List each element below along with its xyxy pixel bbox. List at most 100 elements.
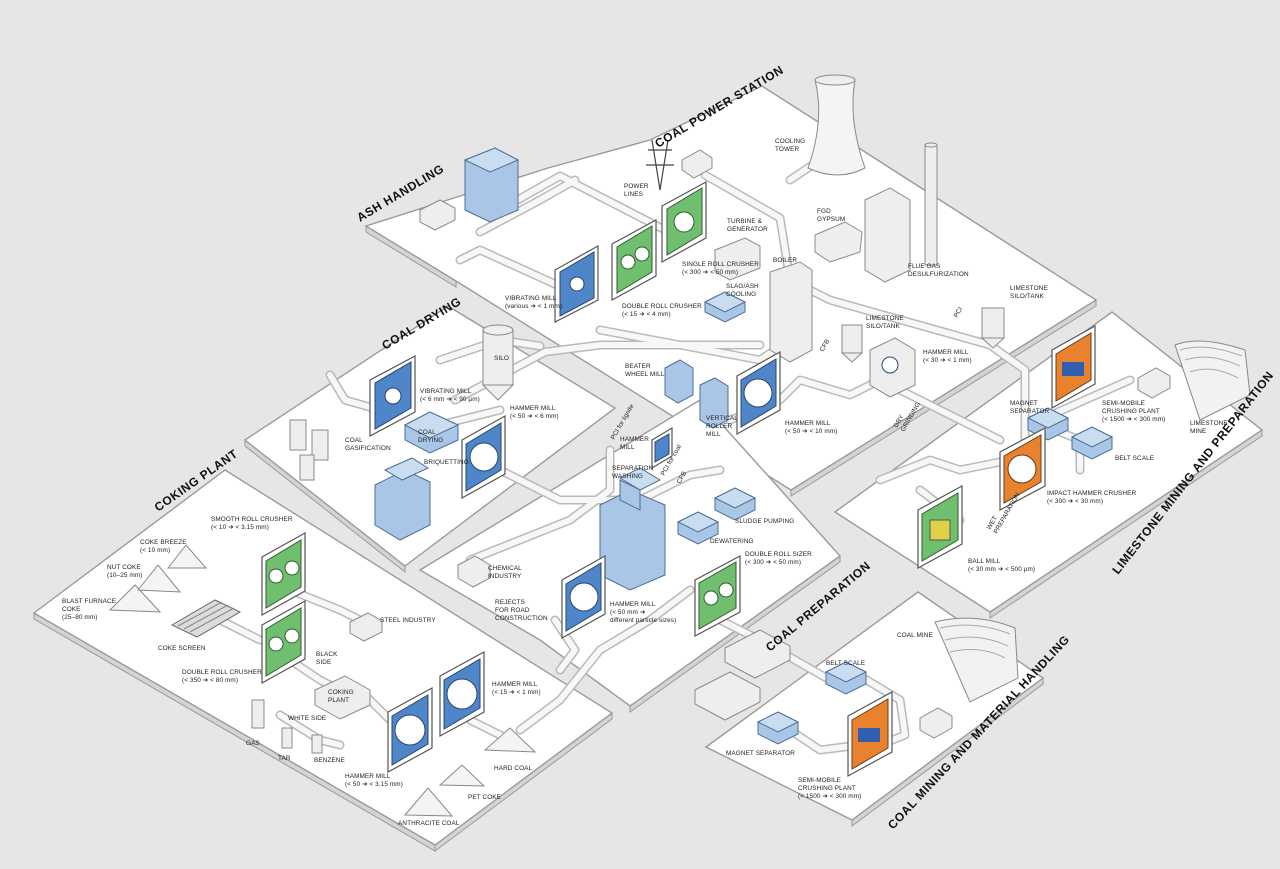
label-dewatering: DEWATERING <box>710 538 754 545</box>
label-nut-coke: NUT COKE(10–25 mm) <box>107 564 142 579</box>
single-roll-crusher <box>661 180 707 264</box>
semi-mobile-crusher-mine <box>847 690 893 778</box>
label-briquetting: BRIQUETTING <box>424 459 469 466</box>
coal-mine <box>934 617 1019 703</box>
smooth-roll-crusher <box>261 531 306 617</box>
hammer-mill-drying <box>461 414 506 500</box>
double-roll-sizer <box>694 555 741 637</box>
label-belt-scale-lime: BELT SCALE <box>1115 455 1154 462</box>
label-anthracite: ANTHRACITE COAL <box>398 820 460 827</box>
double-roll-crusher-coke <box>261 599 306 685</box>
briquetting-machine <box>374 457 431 541</box>
double-roll-crusher-top <box>611 218 657 302</box>
label-coke-screen: COKE SCREEN <box>158 645 206 652</box>
hammer-mill-limestone <box>869 337 916 398</box>
magnet-separator-mine <box>756 711 800 745</box>
label-hammer-mill-lime: HAMMER MILL(< 30 ➔ < 1 mm) <box>923 349 972 364</box>
sludge-pumping-box <box>713 487 757 521</box>
label-belt-scale-mine: BELT SCALE <box>826 660 865 667</box>
label-coal-mine: COAL MINE <box>897 632 933 639</box>
chimney <box>924 142 938 266</box>
boiler <box>769 261 813 363</box>
label-hammer-mill-dry: HAMMER MILL(< 50 ➔ < 6 mm) <box>510 405 559 420</box>
vehicles <box>349 149 1171 739</box>
label-hammer-mill-prep: HAMMER MILL(< 50 mm ➔different particle … <box>610 601 676 624</box>
flue-gas-desulfurization-unit <box>814 187 911 283</box>
power-line-tower <box>646 139 674 191</box>
label-impact-hammer: IMPACT HAMMER CRUSHER(< 300 ➔ < 30 mm) <box>1047 490 1136 505</box>
beater-wheel-mill <box>664 359 694 404</box>
coal-piles <box>403 727 537 817</box>
belt-scale-limestone <box>1070 426 1114 460</box>
label-vibrating-mill-dry: VIBRATING MILL(< 6 mm ➔ < 90 µm) <box>420 388 480 403</box>
label-hammer-mill-prep-top: HAMMER MILL(< 50 ➔ < 10 mm) <box>785 420 837 435</box>
label-pet-coke: PET COKE <box>468 794 501 801</box>
label-ball-mill: BALL MILL(< 30 mm ➔ < 500 µm) <box>968 558 1035 573</box>
label-gas: GAS <box>246 740 260 747</box>
label-hammer-mill-coke-b: HAMMER MILL(< 50 ➔ < 3.15 mm) <box>345 773 403 788</box>
label-silo: SILO <box>494 355 509 362</box>
label-double-roll-coke: DOUBLE ROLL CRUSHER(< 350 ➔ < 80 mm) <box>182 669 262 684</box>
label-coke-breeze: COKE BREEZE(< 10 mm) <box>140 539 187 554</box>
limestone-semi-mobile-crusher <box>1051 324 1096 410</box>
hammer-mill-coke-a <box>439 650 485 738</box>
label-hard-coal: HARD COAL <box>494 765 533 772</box>
label-double-roll-crusher: DOUBLE ROLL CRUSHER(< 15 ➔ < 4 mm) <box>622 303 702 318</box>
turbine-generator <box>714 237 761 281</box>
coking-plant-box <box>314 675 371 720</box>
belt-scale-mine <box>824 661 868 695</box>
impact-hammer-crusher <box>999 427 1046 511</box>
dewatering-box <box>676 511 720 545</box>
coke-screen <box>170 599 242 638</box>
ash-silo <box>463 147 520 223</box>
limestone-mine <box>1174 340 1251 421</box>
label-smooth-roll: SMOOTH ROLL CRUSHER(< 10 ➔ < 3.15 mm) <box>211 516 293 531</box>
silo-coal-drying <box>481 324 515 401</box>
hammer-mill-prep <box>561 554 606 640</box>
slag-ash-cooling-box <box>703 291 747 323</box>
cooling-tower <box>807 74 866 176</box>
vertical-roller-mill <box>699 377 729 429</box>
label-sludge: SLUDGE PUMPING <box>735 518 794 525</box>
label-vibrating-mill-top: VIBRATING MILL(various ➔ < 1 mm) <box>505 295 562 310</box>
label-magnet-sep-mine: MAGNET SEPARATOR <box>726 750 795 757</box>
limestone-silo-mid <box>840 324 864 363</box>
ball-mill <box>917 484 963 570</box>
coal-drying-box <box>403 411 460 454</box>
vibrating-mill-top <box>554 244 599 323</box>
label-double-roll-sizer: DOUBLE ROLL SIZER(< 300 ➔ < 50 mm) <box>745 551 812 566</box>
label-single-roll: SINGLE ROLL CRUSHER(< 300 ➔ < 50 mm) <box>682 261 759 276</box>
limestone-silo-top <box>980 307 1006 349</box>
label-turbine: TURBINE &GENERATOR <box>727 218 768 233</box>
label-benzene: BENZENE <box>314 757 345 764</box>
label-boiler: BOILER <box>773 257 797 264</box>
label-white-side: WHITE SIDE <box>288 715 326 722</box>
label-tar: TAR <box>278 755 291 762</box>
coal-gasification-unit <box>289 419 329 481</box>
label-hammer-mill-coke-a: HAMMER MILL(< 15 ➔ < 1 mm) <box>492 681 541 696</box>
